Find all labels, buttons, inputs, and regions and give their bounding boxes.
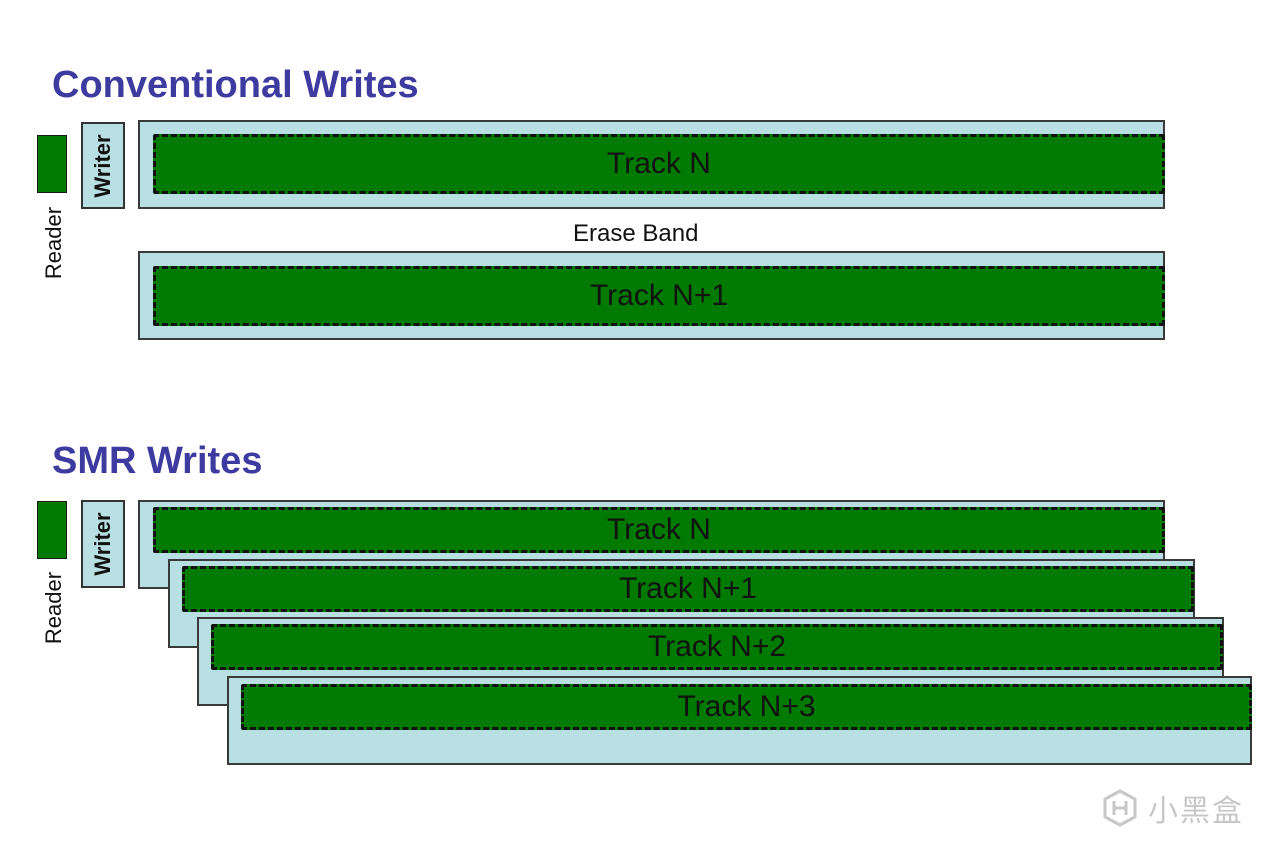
- conventional-track-n-label: Track N: [607, 147, 711, 180]
- smr-track-n: Track N: [153, 507, 1165, 553]
- conventional-track-n1: Track N+1: [153, 266, 1165, 326]
- smr-track-n3: Track N+3: [241, 684, 1252, 730]
- watermark-logo-icon: [1103, 789, 1137, 827]
- smr-track-n1-label: Track N+1: [618, 572, 758, 605]
- smr-track-n2-label: Track N+2: [647, 630, 787, 663]
- conventional-reader-block: [37, 135, 67, 193]
- smr-reader-label: Reader: [41, 571, 66, 645]
- smr-reader-block: [37, 501, 67, 559]
- conventional-writes-title: Conventional Writes: [52, 64, 419, 106]
- conventional-track-n: Track N: [153, 134, 1165, 194]
- smr-track-n1: Track N+1: [182, 566, 1194, 612]
- watermark: 小黑盒: [1100, 786, 1244, 830]
- conventional-writer-label: Writer: [90, 133, 115, 198]
- watermark-text: 小黑盒: [1148, 794, 1244, 829]
- smr-writer-block: Writer: [81, 500, 125, 588]
- smr-track-n-label: Track N: [607, 513, 711, 546]
- conventional-reader-label: Reader: [41, 206, 66, 280]
- smr-writer-label: Writer: [90, 512, 115, 576]
- smr-track-n2: Track N+2: [211, 624, 1223, 670]
- conventional-track-n1-label: Track N+1: [589, 279, 729, 312]
- smr-writes-title: SMR Writes: [52, 440, 263, 482]
- smr-track-n3-label: Track N+3: [677, 690, 816, 723]
- erase-band-label: Erase Band: [573, 220, 699, 247]
- conventional-writer-block: Writer: [81, 122, 125, 209]
